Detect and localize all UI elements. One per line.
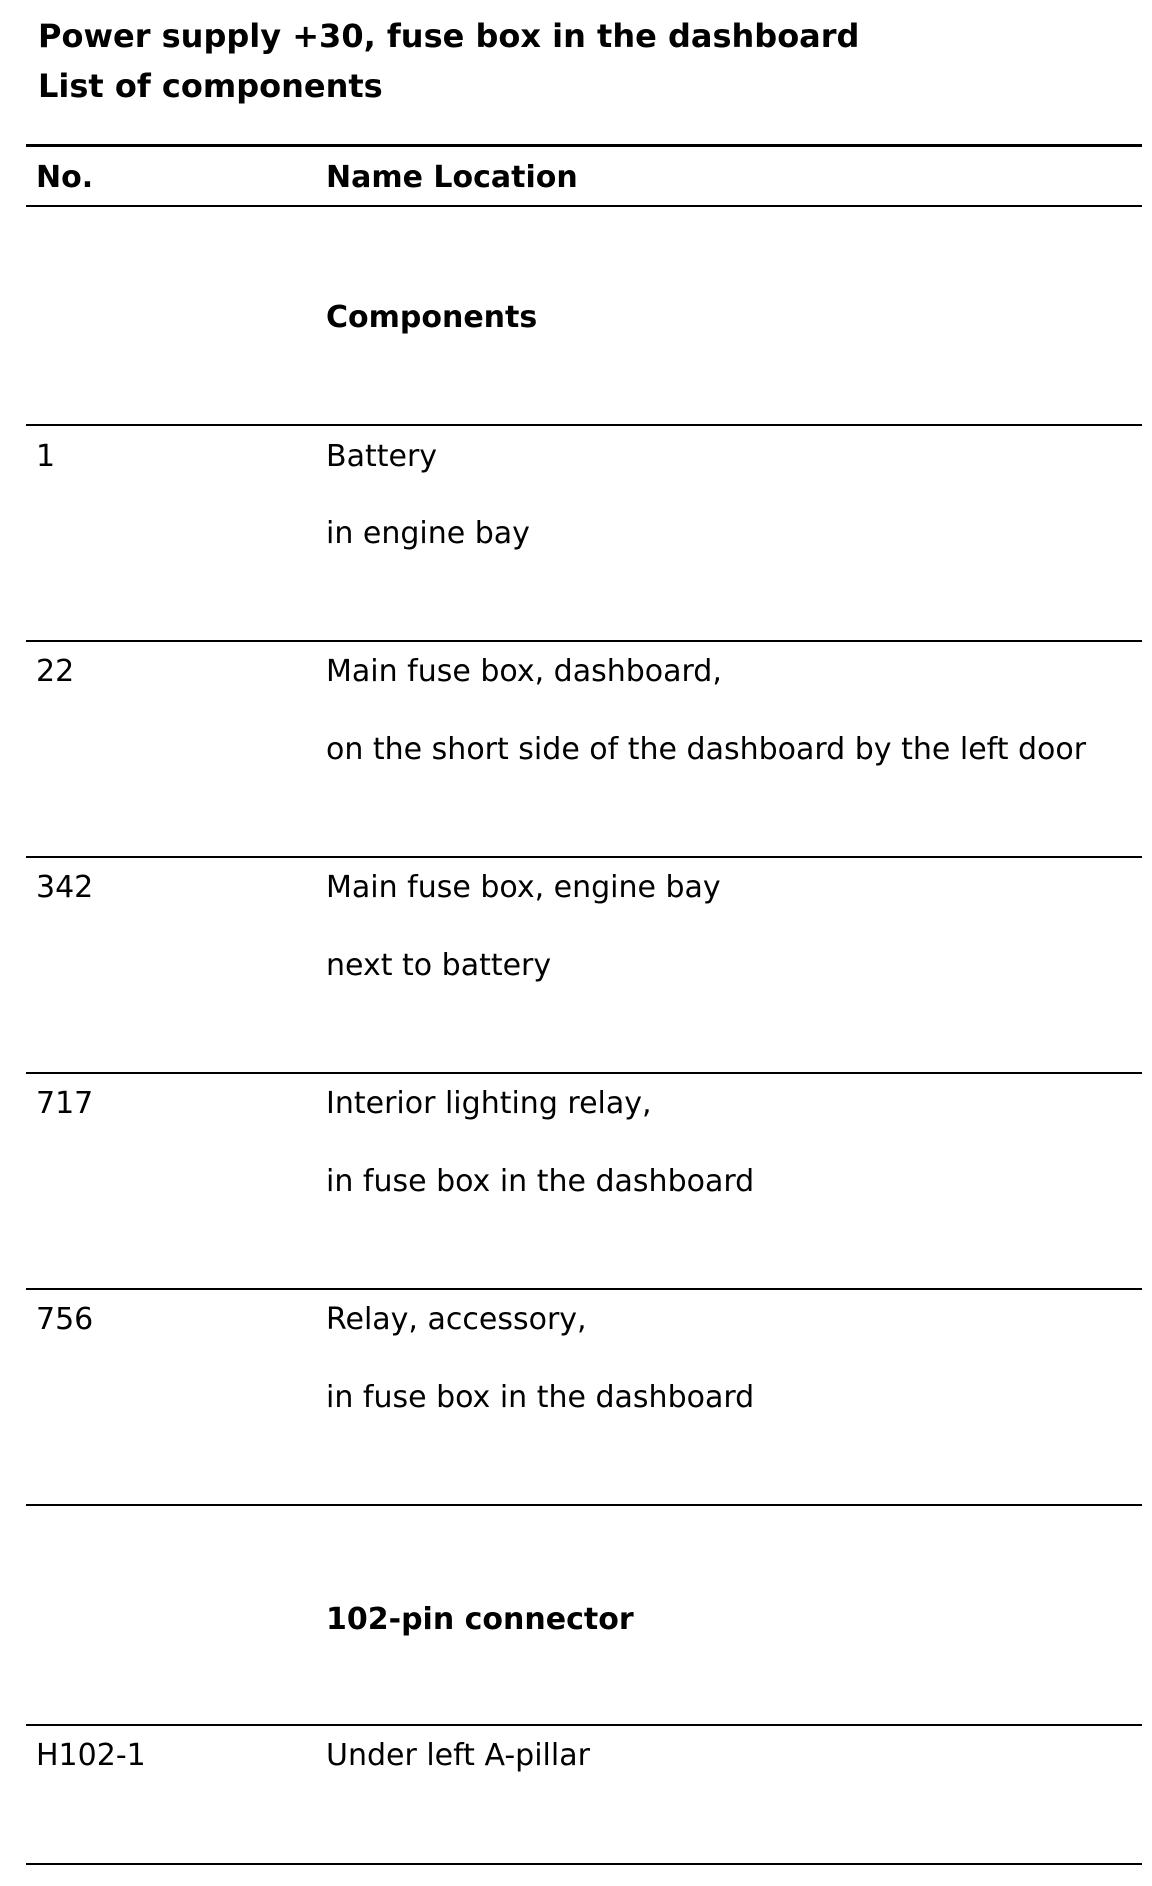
- row-location: in fuse box in the dashboard: [326, 1380, 755, 1415]
- table-rule: [26, 1724, 1142, 1726]
- row-no: H102-1: [36, 1738, 146, 1773]
- row-location: next to battery: [326, 948, 552, 983]
- row-no: 22: [36, 654, 75, 689]
- table-rule: [26, 640, 1142, 642]
- table-rule: [26, 856, 1142, 858]
- document-title: Power supply +30, fuse box in the dashbo…: [38, 17, 860, 55]
- header-no: No.: [36, 160, 94, 195]
- row-no: 1: [36, 439, 56, 474]
- row-no: 342: [36, 870, 94, 905]
- row-name: Main fuse box, dashboard,: [326, 654, 722, 689]
- row-name: Main fuse box, engine bay: [326, 870, 721, 905]
- document-subtitle: List of components: [38, 67, 383, 105]
- table-rule: [26, 1504, 1142, 1506]
- row-no: 756: [36, 1302, 94, 1337]
- header-name-location: Name Location: [326, 160, 578, 195]
- table-rule: [26, 424, 1142, 426]
- row-name: Battery: [326, 439, 438, 474]
- table-rule: [26, 1288, 1142, 1290]
- row-location: in engine bay: [326, 516, 530, 551]
- row-location: in fuse box in the dashboard: [326, 1164, 755, 1199]
- row-name: Under left A-pillar: [326, 1738, 590, 1773]
- table-bottom-rule: [26, 1863, 1142, 1865]
- header-bottom-rule: [26, 205, 1142, 207]
- row-name: Relay, accessory,: [326, 1302, 587, 1337]
- row-location: on the short side of the dashboard by th…: [326, 732, 1087, 767]
- section-heading-components: Components: [326, 300, 538, 335]
- section-heading-connector: 102-pin connector: [326, 1602, 634, 1637]
- table-top-rule: [26, 144, 1142, 147]
- table-rule: [26, 1072, 1142, 1074]
- row-name: Interior lighting relay,: [326, 1086, 652, 1121]
- row-no: 717: [36, 1086, 94, 1121]
